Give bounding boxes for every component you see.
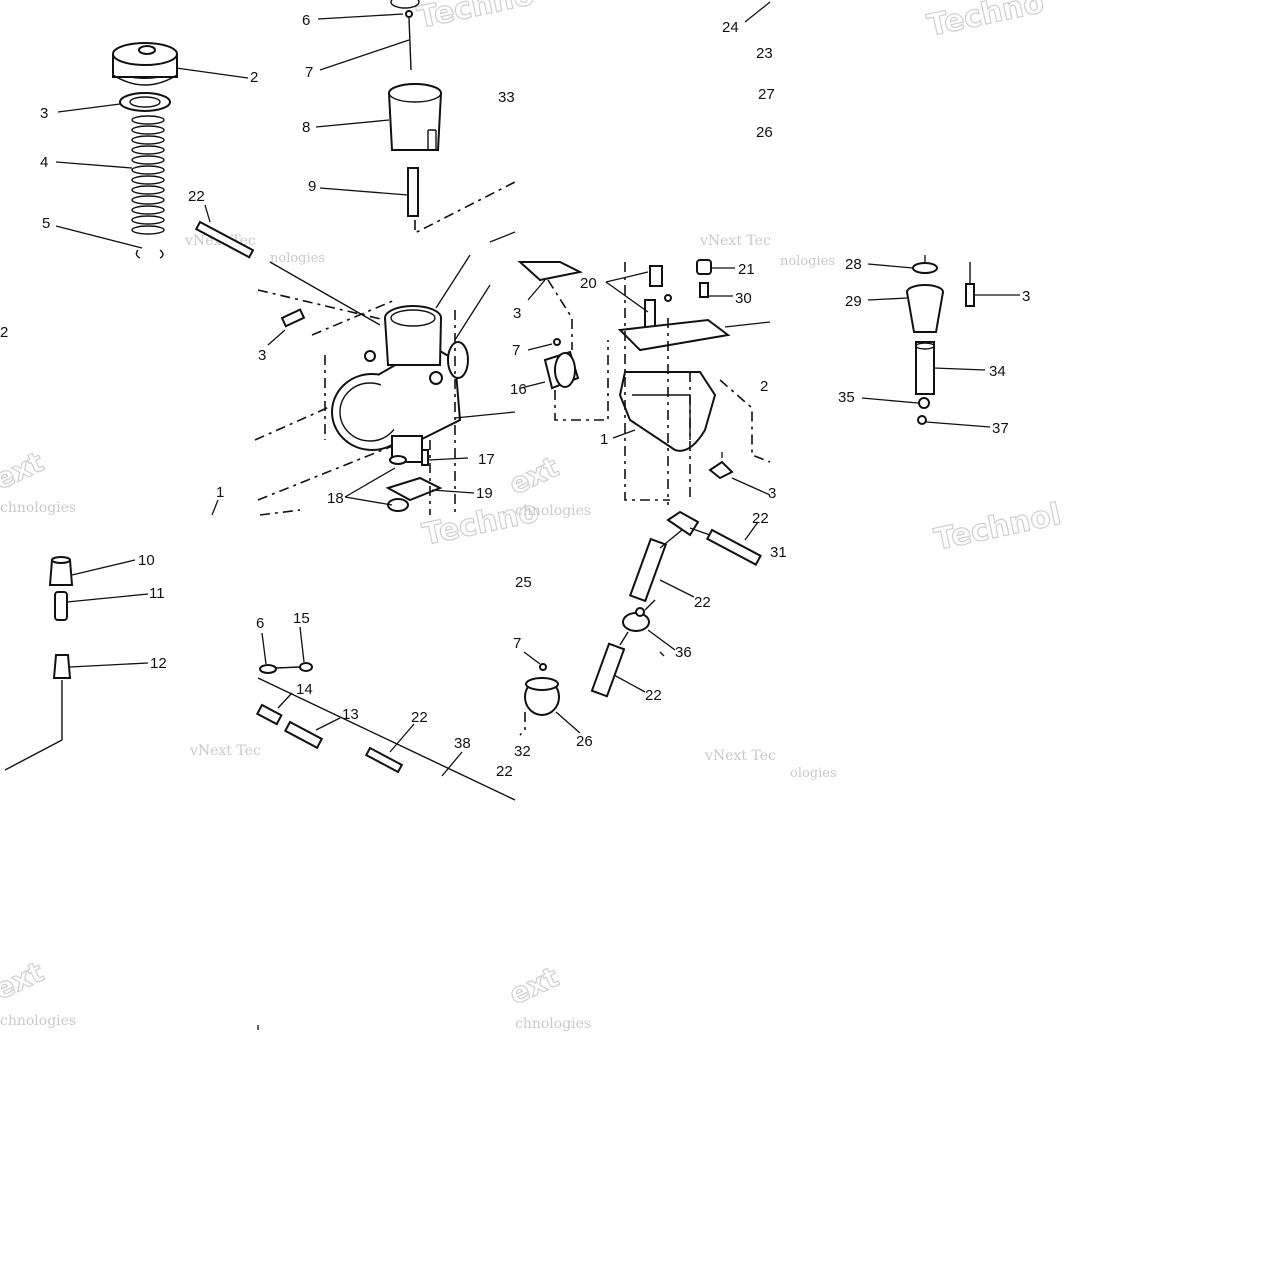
watermark: chnologies <box>0 1013 76 1029</box>
callout-7: 7 <box>513 635 521 652</box>
callout-26: 26 <box>576 733 593 750</box>
watermark: vNext Tec <box>704 748 776 764</box>
callout-38: 38 <box>454 735 471 752</box>
callout-22: 22 <box>752 510 769 527</box>
callout-22: 22 <box>694 594 711 611</box>
watermark: Technol <box>931 497 1064 558</box>
watermark: Techno <box>414 0 537 36</box>
watermark: Techno <box>924 0 1047 44</box>
callout-10: 10 <box>138 552 155 569</box>
callout-30: 30 <box>735 290 752 307</box>
callout-33: 33 <box>498 89 515 106</box>
fitting-assembly-left <box>4 556 149 771</box>
callout-16: 16 <box>510 381 527 398</box>
callout-28: 28 <box>845 256 862 273</box>
callout-2: 2 <box>0 324 8 341</box>
callout-25: 25 <box>515 574 532 591</box>
hose-and-cap-assembly <box>519 521 762 736</box>
watermark: ologies <box>790 766 837 781</box>
callout-7: 7 <box>305 64 313 81</box>
callout-13: 13 <box>342 706 359 723</box>
watermark: vNext Tec <box>699 233 771 249</box>
watermark: ext <box>0 955 49 1006</box>
callout-11: 11 <box>149 585 165 602</box>
callout-3: 3 <box>40 105 48 122</box>
callout-22: 22 <box>496 763 513 780</box>
callout-8: 8 <box>302 119 310 136</box>
watermark: chnologies <box>515 503 591 519</box>
callout-15: 15 <box>293 610 310 627</box>
float-bowl-assembly <box>517 259 771 537</box>
callout-4: 4 <box>40 154 48 171</box>
callout-1: 1 <box>600 431 608 448</box>
callout-6: 6 <box>302 12 310 29</box>
watermark: vNext Tec <box>189 743 261 759</box>
callout-14: 14 <box>296 681 313 698</box>
callout-22: 22 <box>188 188 205 205</box>
callout-29: 29 <box>845 293 862 310</box>
callout-6: 6 <box>256 615 264 632</box>
callout-19: 19 <box>476 485 493 502</box>
callout-7: 7 <box>512 342 520 359</box>
callout-23: 23 <box>756 45 773 62</box>
watermark: chnologies <box>0 500 76 516</box>
callout-22: 22 <box>411 709 428 726</box>
callout-26: 26 <box>756 124 773 141</box>
callout-3: 3 <box>1022 288 1030 305</box>
callout-9: 9 <box>308 178 316 195</box>
callout-2: 2 <box>760 378 768 395</box>
jet-assembly <box>861 255 1020 428</box>
pilot-screw-assembly <box>255 626 516 801</box>
cap-spring-assembly <box>55 42 249 259</box>
watermark: nologies <box>780 254 835 269</box>
callout-1: 1 <box>216 484 224 501</box>
callout-24: 24 <box>722 19 739 36</box>
callout-18: 18 <box>327 490 344 507</box>
watermark: nologies <box>270 251 325 266</box>
watermarks: Techno Techno Techno Technol ext ext ext… <box>0 0 1065 1032</box>
watermark: chnologies <box>515 1016 591 1032</box>
callout-3: 3 <box>768 485 776 502</box>
callout-31: 31 <box>770 544 787 561</box>
callout-3: 3 <box>513 305 521 322</box>
callout-36: 36 <box>675 644 692 661</box>
callout-27: 27 <box>758 86 775 103</box>
callout-17: 17 <box>478 451 495 468</box>
callout-35: 35 <box>838 389 855 406</box>
callout-5: 5 <box>42 215 50 232</box>
watermark: ext <box>504 450 564 501</box>
callout-12: 12 <box>150 655 167 672</box>
callout-3: 3 <box>258 347 266 364</box>
callout-2: 2 <box>250 69 258 86</box>
callout-34: 34 <box>989 363 1006 380</box>
callout-37: 37 <box>992 420 1009 437</box>
callout-21: 21 <box>738 261 755 278</box>
carburetor-body <box>194 204 516 516</box>
callout-20: 20 <box>580 275 597 292</box>
throttle-slide-assembly <box>315 0 516 235</box>
callout-22: 22 <box>645 687 662 704</box>
callout-32: 32 <box>514 743 531 760</box>
watermark: ext <box>504 960 564 1011</box>
watermark: ext <box>0 445 49 496</box>
